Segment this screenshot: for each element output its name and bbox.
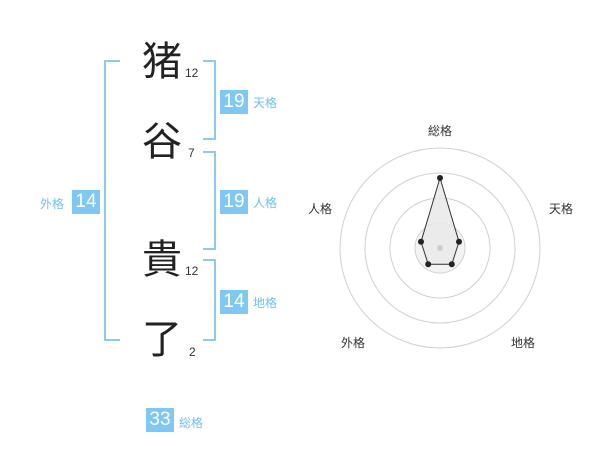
name-char-2: 谷 [142, 119, 182, 165]
radar-axis-label-gaikaku: 外格 [341, 336, 366, 350]
stroke-count-4: 2 [189, 345, 196, 359]
stroke-count-3: 12 [185, 264, 199, 278]
name-char-4: 了 [142, 317, 182, 363]
radar-axis-label-soukaku: 総格 [428, 124, 453, 138]
radar-ring [364, 172, 516, 324]
jinkaku-badge: 19 [220, 190, 248, 214]
gaikaku-badge: 14 [72, 190, 100, 214]
chikaku-badge: 14 [220, 290, 248, 314]
tenkaku-bracket [203, 60, 216, 140]
radar-point-4 [425, 261, 432, 268]
chikaku-bracket [203, 259, 216, 341]
radar-axis-label-chikaku: 地格 [511, 336, 536, 350]
jinkaku-bracket [203, 151, 216, 250]
name-char-1: 猪 [142, 39, 182, 85]
radar-axis-label-tenkaku: 天格 [549, 202, 574, 216]
radar-point-5 [418, 238, 424, 245]
radar-axis-label-jinkaku: 人格 [308, 202, 333, 216]
soukaku-badge: 33 [146, 408, 174, 432]
jinkaku-label: 人格 [253, 196, 278, 210]
gaikaku-label: 外格 [40, 197, 65, 211]
tenkaku-badge: 19 [220, 90, 248, 114]
tenkaku-label: 天格 [253, 96, 278, 110]
radar-polygon [420, 176, 460, 265]
stroke-count-2: 7 [188, 146, 195, 160]
radar-ring [339, 147, 541, 349]
stroke-count-1: 12 [185, 66, 199, 80]
chikaku-label: 地格 [253, 296, 278, 310]
radar-point-1 [437, 175, 443, 181]
soukaku-label: 総格 [179, 416, 204, 430]
radar-point-2 [456, 238, 462, 245]
name-char-3: 貴 [142, 237, 182, 283]
radar-center-dot [437, 245, 443, 251]
gaikaku-bracket [104, 60, 120, 341]
radar-point-3 [448, 261, 455, 268]
